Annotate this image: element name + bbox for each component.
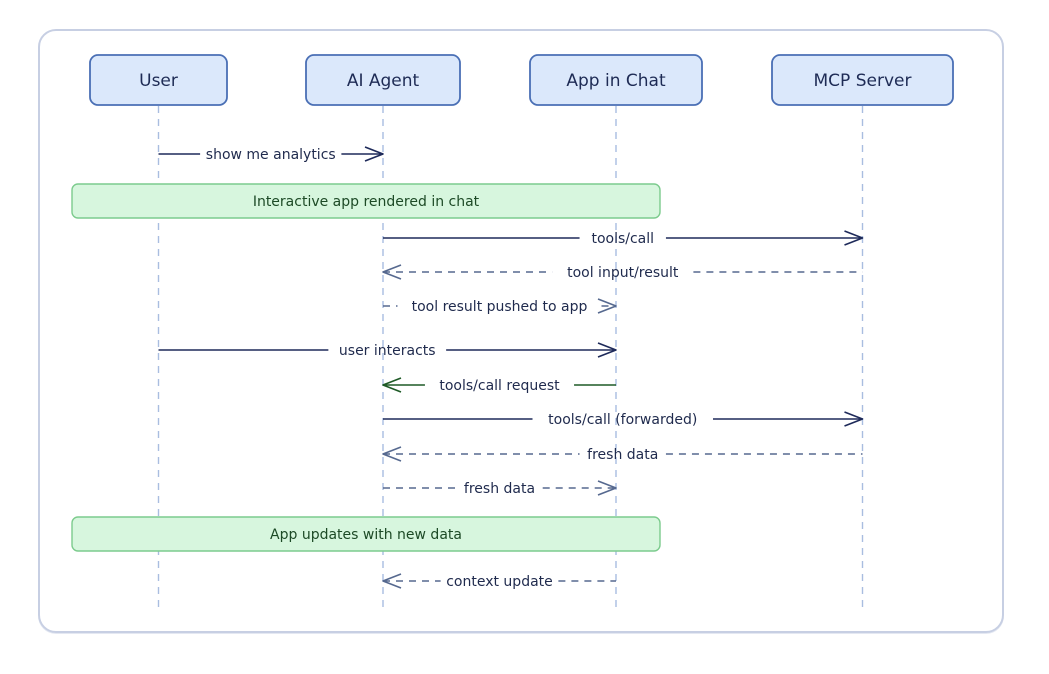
message-label: tools/call (forwarded) [548,412,697,428]
arrowhead-icon [597,298,617,314]
message-label: fresh data [464,481,535,497]
participant-label: App in Chat [566,71,666,91]
message-label: tools/call [591,231,654,247]
arrowhead-icon [364,146,384,162]
participant-mcp: MCP Server [771,54,954,106]
arrowhead-icon [382,264,402,280]
participant-user: User [89,54,228,106]
participant-label: AI Agent [347,71,420,91]
note-box [71,516,661,552]
message-label: show me analytics [206,147,336,163]
message-label: tools/call request [439,378,560,394]
message-label: user interacts [339,343,436,359]
note-label: Interactive app rendered in chat [253,194,480,210]
participant-agent: AI Agent [305,54,461,106]
message-8: fresh data [383,480,617,497]
arrowhead-icon [844,411,864,427]
note-1: App updates with new data [71,516,661,552]
participant-label: User [139,71,178,91]
participant-box [89,54,228,106]
message-label: tool result pushed to app [412,299,588,315]
message-3: tool result pushed to app [383,298,617,315]
participant-box [305,54,461,106]
note-0: Interactive app rendered in chat [71,183,661,219]
message-6: tools/call (forwarded) [383,411,864,428]
message-label: fresh data [587,447,658,463]
participant-label: MCP Server [814,71,912,91]
participant-box [529,54,703,106]
arrowhead-icon [382,573,402,589]
arrowhead-icon [844,230,864,246]
participant-box [771,54,954,106]
message-2: tool input/result [382,264,863,281]
message-4: user interacts [158,342,617,359]
arrowhead-icon [382,377,402,393]
arrowhead-icon [597,342,617,358]
arrowhead-icon [597,480,617,496]
message-1: tools/call [383,230,864,247]
message-label: context update [446,574,553,590]
message-5: tools/call request [382,377,616,394]
message-label: tool input/result [567,265,679,281]
arrowhead-icon [382,446,402,462]
participant-app: App in Chat [529,54,703,106]
note-box [71,183,661,219]
note-label: App updates with new data [270,527,462,543]
message-0: show me analytics [158,146,384,163]
message-7: fresh data [382,446,863,463]
diagram-frame [38,29,1004,633]
message-9: context update [382,573,616,590]
